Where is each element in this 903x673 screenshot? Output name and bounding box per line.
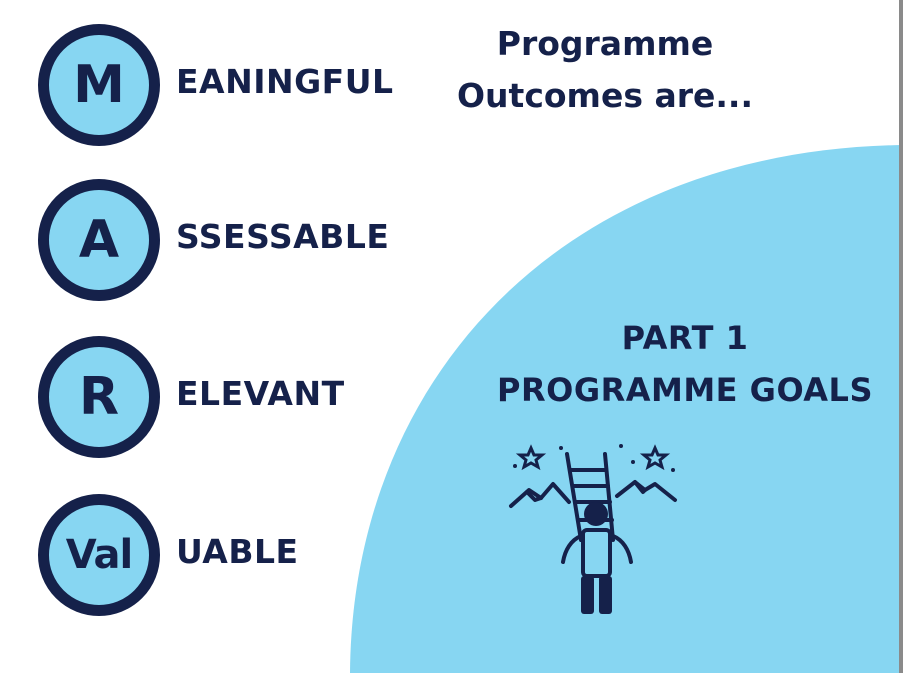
part-label: PART 1 [621,319,749,357]
person-climbing-ladder-to-stars-icon [509,444,677,614]
acronym-word-relevant: ELEVANT [176,374,345,413]
acronym-row-m: M EANINGFUL [38,24,458,149]
letter-badge-val: Val [38,494,160,616]
title-line-1: Programme [496,24,714,63]
part-subtitle: PROGRAMME GOALS [497,371,873,409]
letter-badge-m: M [38,24,160,146]
acronym-row-r: R ELEVANT [38,336,458,461]
letter-badge-r: R [38,336,160,458]
acronym-row-a: A SSESSABLE [38,179,458,304]
acronym-row-val: Val UABLE [38,494,458,619]
part-heading: PART 1 PROGRAMME GOALS [470,312,900,416]
right-border [899,0,903,673]
acronym-word-meaningful: EANINGFUL [176,62,394,101]
acronym-word-valuable: UABLE [176,532,299,571]
page-title: Programme Outcomes are... [440,18,770,122]
acronym-word-assessable: SSESSABLE [176,217,390,256]
title-line-2: Outcomes are... [457,76,753,115]
letter-badge-a: A [38,179,160,301]
